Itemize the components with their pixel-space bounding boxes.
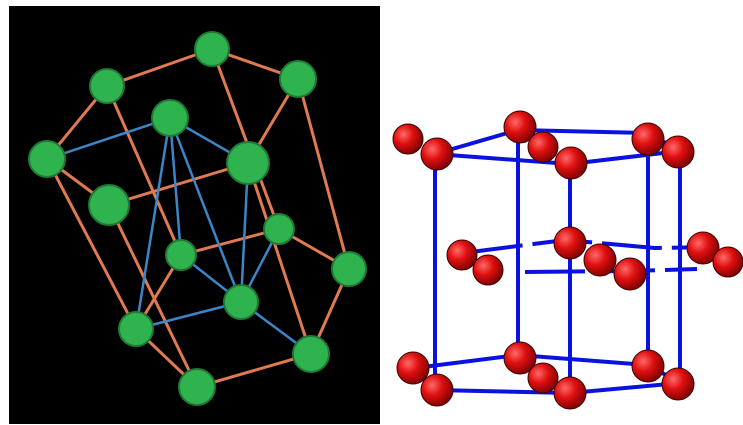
lattice-atom — [712, 246, 743, 278]
hcp-lattice-red-panel — [385, 0, 743, 425]
lattice-atom — [223, 284, 259, 320]
bottom-hex-edge — [196, 352, 312, 389]
lattice-atom — [178, 368, 216, 406]
lattice-atom — [165, 239, 197, 271]
vertical-edge — [45, 158, 138, 330]
lattice-atom — [263, 213, 295, 245]
hcp-lattice-green-diagram — [28, 31, 367, 406]
lattice-atom — [89, 68, 125, 104]
lattice-atom — [527, 131, 559, 163]
inner-edge — [168, 117, 183, 256]
lattice-atom — [396, 351, 430, 385]
inner-edge — [239, 162, 250, 303]
top-hex-edge — [106, 47, 213, 88]
inner-edge — [46, 116, 171, 161]
lattice-atom — [292, 335, 330, 373]
lattice-atom — [28, 140, 66, 178]
inner-edge — [168, 117, 243, 303]
lattice-atom — [472, 254, 504, 286]
lattice-atom — [661, 367, 695, 401]
lattice-atom — [151, 99, 189, 137]
lattice-atom — [503, 110, 537, 144]
lattice-atom — [446, 239, 478, 271]
lattice-atom — [331, 251, 367, 287]
vertical-edge — [107, 204, 199, 388]
lattice-atom — [118, 311, 154, 347]
bottom-hex-edge — [180, 227, 280, 257]
lattice-atom — [613, 257, 647, 291]
lattice-atom — [661, 135, 695, 169]
lattice-atom — [88, 184, 130, 226]
hcp-lattice-green-panel — [9, 6, 380, 424]
top-hex-edge — [108, 161, 249, 207]
lattice-atom — [527, 362, 559, 394]
hcp-lattice-red-diagram — [392, 110, 743, 410]
vertical-edge — [296, 78, 351, 270]
lattice-atom — [631, 122, 665, 156]
vertical-edge — [246, 162, 313, 355]
middle-plane-edge — [462, 237, 716, 255]
lattice-atom — [553, 226, 587, 260]
inner-edge — [135, 300, 242, 331]
lattice-atom — [420, 137, 454, 171]
lattice-atom — [279, 60, 317, 98]
lattice-atom — [583, 243, 617, 277]
lattice-atom — [392, 123, 424, 155]
inner-edge — [134, 117, 172, 330]
lattice-atom — [226, 141, 270, 185]
lattice-atom — [194, 31, 230, 67]
lattice-atom — [631, 349, 665, 383]
lattice-atom — [554, 146, 588, 180]
lattice-atom — [553, 376, 587, 410]
lattice-atom — [420, 373, 454, 407]
vertical-edge — [105, 85, 183, 256]
lattice-atom — [686, 231, 720, 265]
vertical-edge — [210, 48, 281, 230]
lattice-atom — [503, 341, 537, 375]
